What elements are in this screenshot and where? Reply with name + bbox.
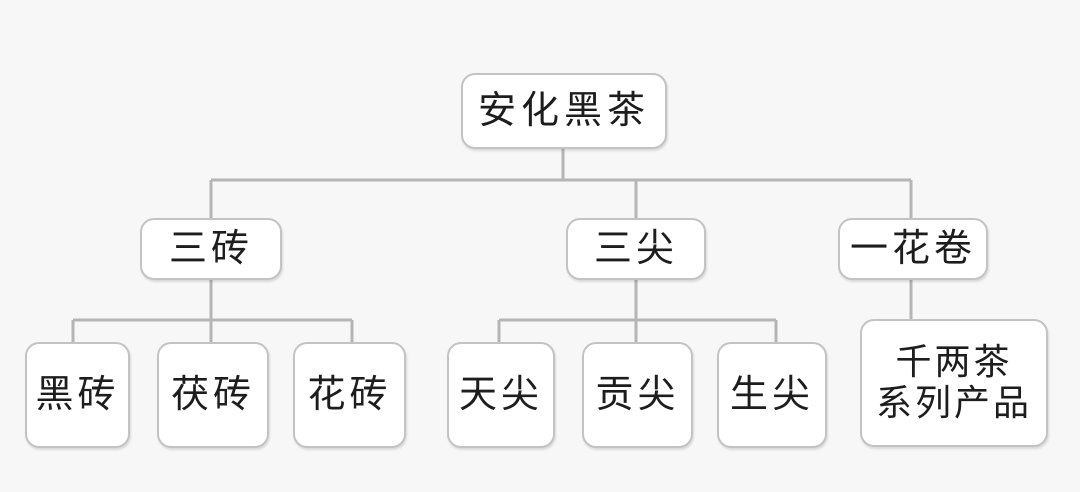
leaf-node-gongjian: 贡尖 xyxy=(582,342,693,448)
leaf-label-line-2: 系列产品 xyxy=(875,383,1032,424)
leaf-node-qianliangcha: 千两茶 系列产品 xyxy=(860,319,1048,447)
leaf-label: 花砖 xyxy=(307,372,392,417)
root-label: 安化黑茶 xyxy=(477,88,650,133)
leaf-node-huazhuan: 花砖 xyxy=(293,342,406,448)
leaf-node-tianjian: 天尖 xyxy=(447,342,555,448)
leaf-label-line-1: 千两茶 xyxy=(895,341,1013,383)
branch-label: 三砖 xyxy=(168,226,253,271)
leaf-node-fuzhuan: 茯砖 xyxy=(157,342,269,448)
leaf-node-heizhuan: 黑砖 xyxy=(25,342,130,448)
branch-label: 一花卷 xyxy=(849,226,976,271)
leaf-label: 黑砖 xyxy=(35,372,120,417)
leaf-label: 天尖 xyxy=(458,372,543,417)
root-node: 安化黑茶 xyxy=(461,73,667,149)
branch-label: 三尖 xyxy=(593,226,678,271)
leaf-label: 茯砖 xyxy=(170,372,255,417)
leaf-node-shengjian: 生尖 xyxy=(717,342,827,448)
branch-node-sanjian: 三尖 xyxy=(566,218,706,280)
branch-node-sanzhuan: 三砖 xyxy=(140,218,282,280)
branch-node-yihuajuan: 一花卷 xyxy=(838,218,988,280)
leaf-label: 贡尖 xyxy=(595,372,680,417)
leaf-label: 生尖 xyxy=(729,372,814,417)
